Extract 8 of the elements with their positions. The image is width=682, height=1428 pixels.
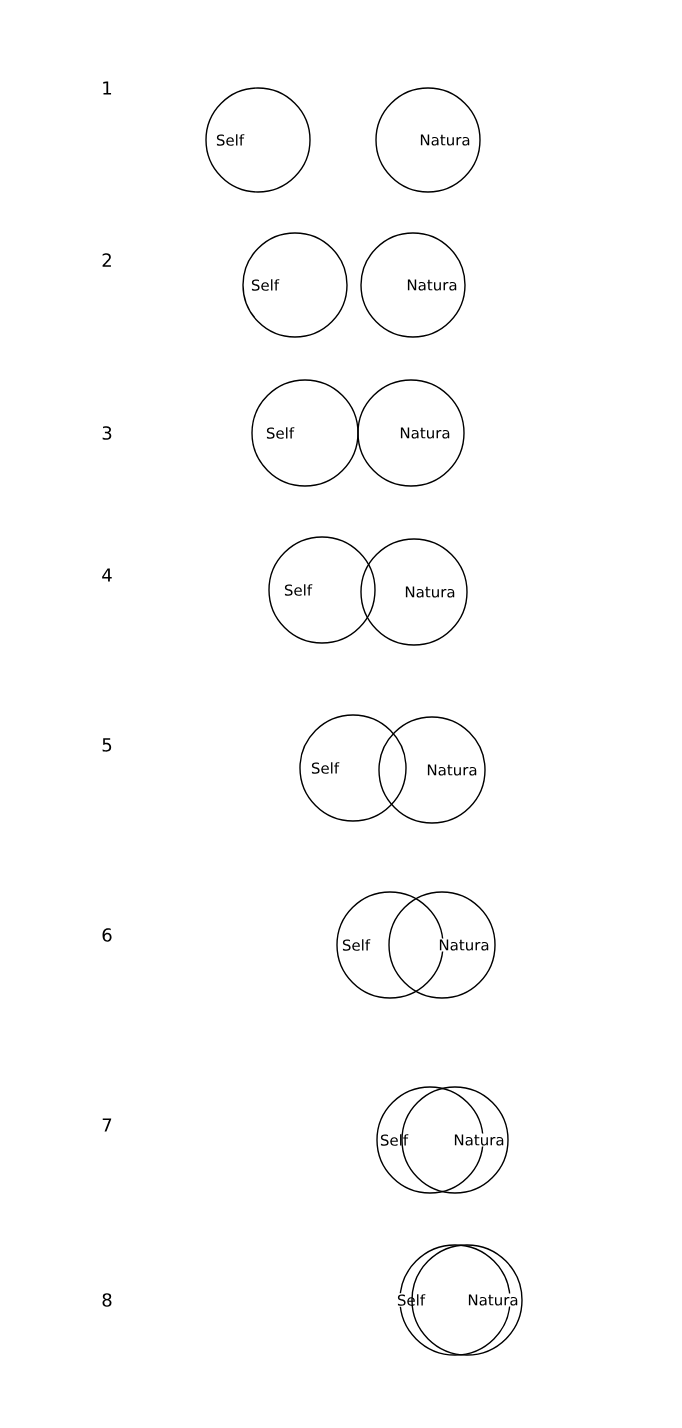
- row-number: 5: [102, 738, 112, 752]
- row-number: 3: [102, 426, 112, 440]
- row-number: 2: [102, 253, 111, 267]
- row-number: 6: [102, 928, 112, 942]
- row-number: 7: [102, 1118, 112, 1132]
- row-number: 8: [102, 1293, 112, 1307]
- row-number: 1: [103, 81, 112, 95]
- row-number: 4: [102, 568, 112, 582]
